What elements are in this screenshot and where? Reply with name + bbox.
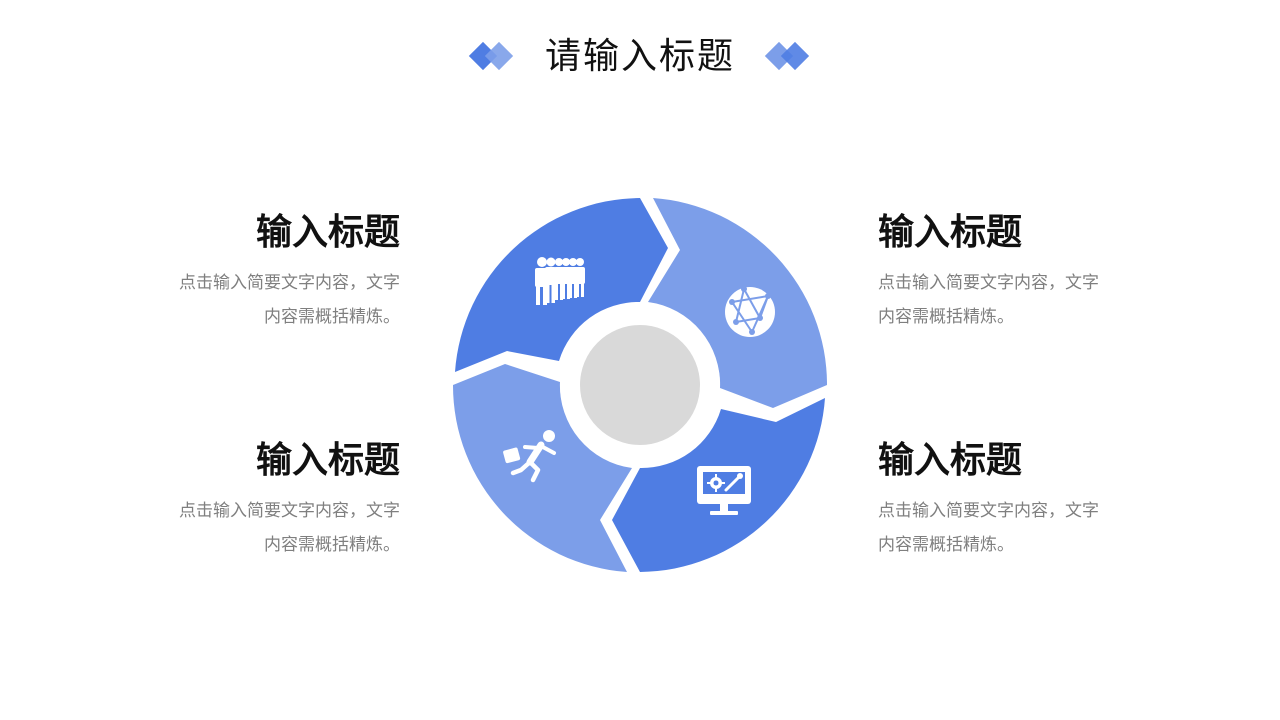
diamond-decoration-left-icon bbox=[468, 41, 514, 71]
item-description-line: 内容需概括精炼。 bbox=[878, 307, 1014, 327]
monitor-settings-icon bbox=[697, 466, 751, 515]
item-description-line: 点击输入简要文字内容，文字 bbox=[878, 501, 1099, 521]
item-description: 点击输入简要文字内容，文字 内容需概括精炼。 bbox=[878, 494, 1123, 562]
item-description-line: 内容需概括精炼。 bbox=[878, 535, 1014, 555]
item-heading: 输入标题 bbox=[878, 440, 1023, 481]
item-description-line: 点击输入简要文字内容，文字 bbox=[179, 273, 400, 293]
item-top-right: 输入标题 点击输入简要文字内容，文字 内容需概括精炼。 bbox=[878, 210, 1123, 334]
item-description: 点击输入简要文字内容，文字 内容需概括精炼。 bbox=[155, 266, 400, 334]
item-top-left: 输入标题 点击输入简要文字内容，文字 内容需概括精炼。 bbox=[155, 210, 400, 334]
cycle-segment-bottom-left bbox=[452, 364, 632, 572]
page-title: 请输入标题 bbox=[544, 36, 735, 77]
running-businessman-icon bbox=[503, 430, 556, 483]
item-description: 点击输入简要文字内容，文字 内容需概括精炼。 bbox=[155, 494, 400, 562]
item-description-line: 内容需概括精炼。 bbox=[264, 535, 400, 555]
item-bottom-right: 输入标题 点击输入简要文字内容，文字 内容需概括精炼。 bbox=[878, 438, 1123, 562]
item-bottom-left: 输入标题 点击输入简要文字内容，文字 内容需概括精炼。 bbox=[155, 438, 400, 562]
center-circle bbox=[580, 325, 700, 445]
item-description-line: 内容需概括精炼。 bbox=[264, 307, 400, 327]
people-queue-icon bbox=[535, 257, 585, 305]
item-heading: 输入标题 bbox=[255, 440, 400, 481]
item-heading: 输入标题 bbox=[255, 212, 400, 253]
slide-title-row: 请输入标题 bbox=[0, 30, 1280, 84]
cycle-diagram bbox=[450, 195, 830, 575]
item-description: 点击输入简要文字内容，文字 内容需概括精炼。 bbox=[878, 266, 1123, 334]
item-description-line: 点击输入简要文字内容，文字 bbox=[878, 273, 1099, 293]
item-description-line: 点击输入简要文字内容，文字 bbox=[179, 501, 400, 521]
network-globe-icon bbox=[725, 286, 775, 337]
item-heading: 输入标题 bbox=[878, 212, 1023, 253]
diamond-decoration-right-icon bbox=[764, 41, 810, 71]
